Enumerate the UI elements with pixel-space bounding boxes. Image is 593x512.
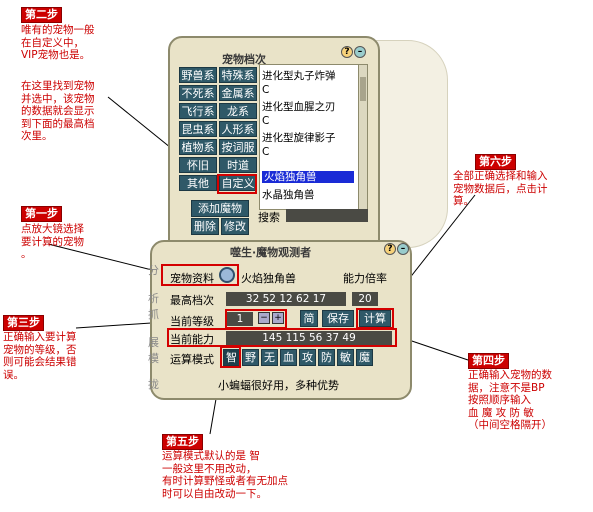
highlight-mode-zhi <box>220 346 241 368</box>
add-pet-button[interactable]: 添加魔物 <box>191 200 249 217</box>
category-button[interactable]: 昆虫系 <box>179 121 217 137</box>
highlight-calculate <box>356 308 394 329</box>
step1-title: 第一步 <box>21 206 62 222</box>
level-increase-icon[interactable]: + <box>272 312 284 324</box>
step5-text: 运算模式默认的是 智 一般这里不用改动， 有时计算野怪或者有无加点 时可以自由改… <box>162 450 288 500</box>
pet-list-item[interactable]: C <box>262 84 270 96</box>
mode-button[interactable]: 敏 <box>337 349 354 366</box>
detector-title: 噬生·魔物观测者 <box>230 246 312 259</box>
category-button[interactable]: 时道 <box>219 157 257 173</box>
calculate-button[interactable]: 计算 <box>359 310 391 327</box>
calc-mode-label: 运算模式 <box>170 353 214 366</box>
category-button[interactable]: 金属系 <box>219 85 257 101</box>
magnifier-icon[interactable] <box>219 267 235 283</box>
mode-button[interactable]: 血 <box>280 349 297 366</box>
category-button[interactable]: 按词服 <box>219 139 257 155</box>
current-ability-input[interactable]: 145 115 56 37 49 <box>226 331 392 345</box>
pet-list-item[interactable]: 水晶独角兽 <box>262 189 315 201</box>
side-tab[interactable]: 分 <box>148 264 159 277</box>
step2-text: 唯有的宠物一般 在自定义中， VIP宠物也是。 <box>21 24 95 61</box>
pet-list-item[interactable]: 火焰独角兽 <box>262 171 354 183</box>
search-input[interactable] <box>286 209 368 222</box>
pet-list-scrollbar[interactable] <box>358 64 368 210</box>
pet-list-item[interactable]: 进化型旋律影子 <box>262 132 336 144</box>
category-button[interactable]: 怀旧 <box>179 157 217 173</box>
tip-text: 小蝙蝠很好用，多种优势 <box>218 379 339 392</box>
step4-title: 第四步 <box>468 353 509 369</box>
search-label: 搜索 <box>258 211 280 224</box>
category-button[interactable]: 飞行系 <box>179 103 217 119</box>
highlight-pet-info <box>161 264 239 286</box>
category-button[interactable]: 野兽系 <box>179 67 217 83</box>
current-ability-label: 当前能力 <box>170 333 214 346</box>
category-button[interactable]: 龙系 <box>219 103 257 119</box>
mode-button[interactable]: 攻 <box>299 349 316 366</box>
side-tab[interactable]: 拢 <box>148 378 159 391</box>
mode-button[interactable]: 魔 <box>356 349 373 366</box>
side-tab[interactable]: 析 <box>148 292 159 305</box>
scroll-decoration <box>376 40 448 248</box>
category-button[interactable]: 植物系 <box>179 139 217 155</box>
max-grade-label: 最高档次 <box>170 294 214 307</box>
highlight-current-ability <box>167 328 397 347</box>
step3-text: 正确输入要计算 宠物的等级，否 则可能会结果错 误。 <box>3 331 77 381</box>
current-level-input[interactable]: 1 <box>227 312 253 326</box>
side-tab[interactable]: 展 <box>148 336 159 349</box>
category-button[interactable]: 特殊系 <box>219 67 257 83</box>
category-button[interactable]: 人形系 <box>219 121 257 137</box>
help-icon[interactable]: ? <box>384 243 396 255</box>
current-level-label: 当前等级 <box>170 315 214 328</box>
mode-button[interactable]: 野 <box>242 349 259 366</box>
step3-title: 第三步 <box>3 315 44 331</box>
pet-list-item[interactable]: C <box>262 146 270 158</box>
scrollbar-thumb[interactable] <box>360 77 366 101</box>
step2-title: 第二步 <box>21 7 62 23</box>
step6-text: 全部正确选择和输入 宠物数据后，点击计 算。 <box>453 170 548 207</box>
level-decrease-icon[interactable]: − <box>258 312 270 324</box>
step4-text: 正确输入宠物的数 据，注意不是BP 按照顺序输入 血 魔 攻 防 敏 （中间空格… <box>468 369 552 431</box>
save-button[interactable]: 保存 <box>322 310 354 327</box>
pet-list-item[interactable]: C <box>262 115 270 127</box>
edit-button[interactable]: 修改 <box>221 218 249 235</box>
ability-ratio-label: 能力倍率 <box>343 272 387 285</box>
pet-list-item[interactable]: 进化型血腥之刃 <box>262 101 336 113</box>
step1-text: 点放大镜选择 要计算的宠物 。 <box>21 223 84 260</box>
mode-button[interactable]: 防 <box>318 349 335 366</box>
pet-name: 火焰独角兽 <box>241 272 296 285</box>
highlight-custom-category <box>217 174 257 194</box>
max-grade-value[interactable]: 32 52 12 62 17 <box>226 292 346 306</box>
simple-button[interactable]: 简 <box>300 310 318 327</box>
step6-title: 第六步 <box>475 154 516 170</box>
mode-button[interactable]: 无 <box>261 349 278 366</box>
pet-info-label: 宠物资料 <box>170 272 214 285</box>
side-tab[interactable]: 抓 <box>148 308 159 321</box>
minimize-icon[interactable]: – <box>397 243 409 255</box>
category-button[interactable]: 不死系 <box>179 85 217 101</box>
step5-title: 第五步 <box>162 434 203 450</box>
pet-grade-panel-title: 宠物档次 <box>222 53 266 66</box>
pet-list-item[interactable]: 进化型丸子炸弹 <box>262 70 336 82</box>
minimize-icon[interactable]: – <box>354 46 366 58</box>
ratio-value[interactable]: 20 <box>352 292 378 306</box>
category-button[interactable]: 其他 <box>179 175 217 191</box>
pet-list: 进化型丸子炸弹 C 进化型血腥之刃 C 进化型旋律影子 C 火焰独角兽水晶独角兽 <box>259 64 359 210</box>
find-pet-text: 在这里找到宠物 并选中，该宠物 的数据就会显示 到下面的最高档 次里。 <box>21 80 95 142</box>
highlight-current-level <box>225 309 287 329</box>
delete-button[interactable]: 删除 <box>191 218 219 235</box>
help-icon[interactable]: ? <box>341 46 353 58</box>
side-tab[interactable]: 模 <box>148 352 159 365</box>
